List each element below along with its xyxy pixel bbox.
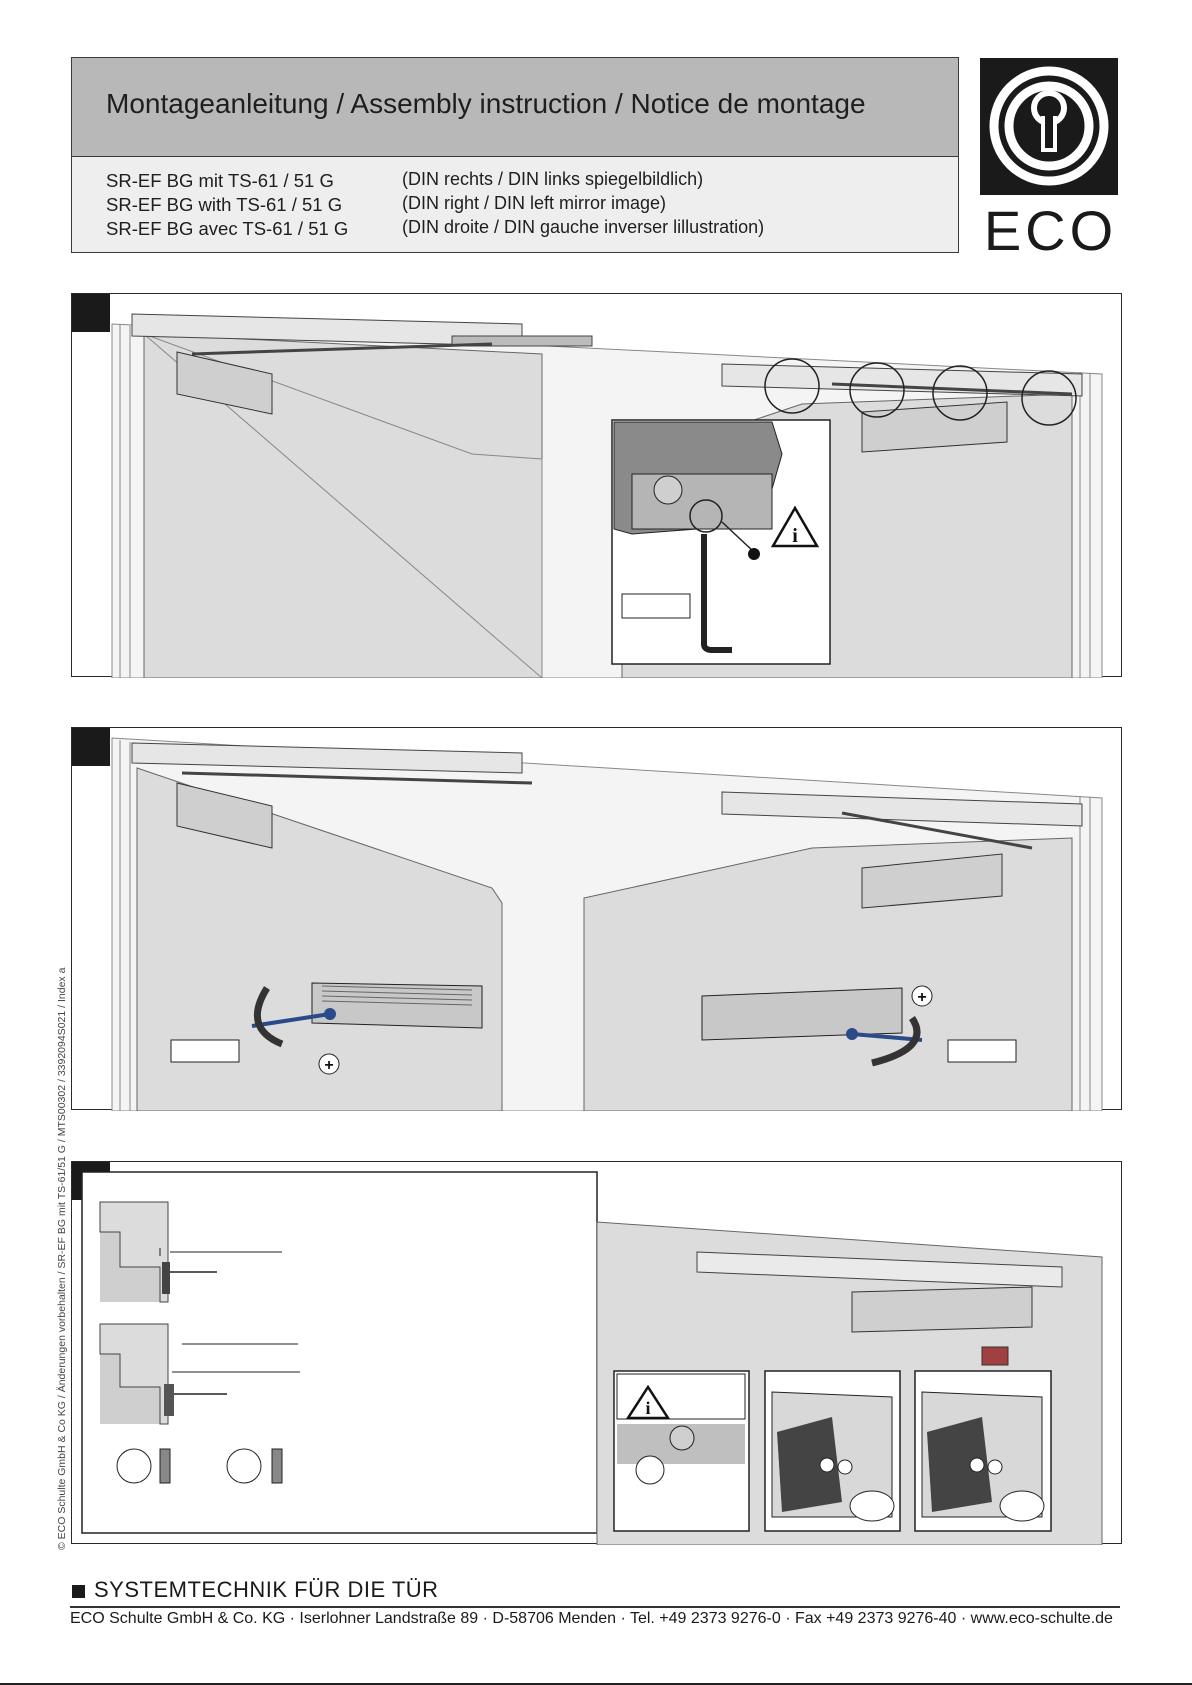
page-title: Montageanleitung / Assembly instruction … — [106, 88, 866, 119]
logo-text: ECO — [983, 199, 1118, 262]
footer-title: SYSTEMTECHNIK FÜR DIE TÜR — [94, 1577, 439, 1602]
model-line-fr: SR-EF BG avec TS-61 / 51 G — [106, 218, 349, 239]
footer-address: ECO Schulte GmbH & Co. KG · Iserlohner L… — [70, 1610, 1113, 1627]
step-2-tab — [72, 728, 110, 766]
step-2-panel: + + — [71, 727, 1122, 1111]
model-line-en: SR-EF BG with TS-61 / 51 G — [106, 194, 343, 215]
page-bottom-rule — [0, 1683, 1192, 1685]
info-warning-icon: i — [625, 1384, 671, 1420]
svg-text:i: i — [792, 525, 798, 547]
step-2-illustration: + + — [111, 737, 1103, 1111]
rotate-arrow-icon — [871, 1016, 921, 1067]
logo-mark — [980, 58, 1118, 195]
svg-text:i: i — [645, 1398, 650, 1418]
model-line-de: SR-EF BG mit TS-61 / 51 G — [106, 170, 334, 191]
step-1-panel: i — [71, 293, 1122, 678]
note-line-de: (DIN rechts / DIN links spiegelbildlich) — [402, 169, 704, 189]
step-3-panel: i — [71, 1161, 1122, 1545]
rotate-arrow-icon — [254, 986, 284, 1048]
footer-rule — [70, 1606, 1120, 1608]
step-1-tab — [72, 294, 110, 332]
hex-key-icon — [701, 534, 732, 653]
note-line-fr: (DIN droite / DIN gauche inverser lillus… — [402, 217, 765, 237]
plus-icon: + — [324, 1057, 333, 1074]
lock-cylinder-icon — [989, 66, 1109, 186]
title-box: Montageanleitung / Assembly instruction … — [71, 57, 959, 253]
note-line-en: (DIN right / DIN left mirror image) — [402, 193, 667, 213]
step-1-illustration: i — [111, 313, 1103, 678]
info-warning-icon: i — [770, 505, 820, 548]
footer-square-mark — [72, 1585, 85, 1598]
title-band: Montageanleitung / Assembly instruction … — [72, 58, 958, 157]
plus-icon: + — [917, 989, 926, 1006]
step-3-illustration: i — [81, 1171, 1103, 1545]
side-copyright-text: © ECO Schulte GmbH & Co KG / Änderungen … — [56, 967, 68, 1550]
